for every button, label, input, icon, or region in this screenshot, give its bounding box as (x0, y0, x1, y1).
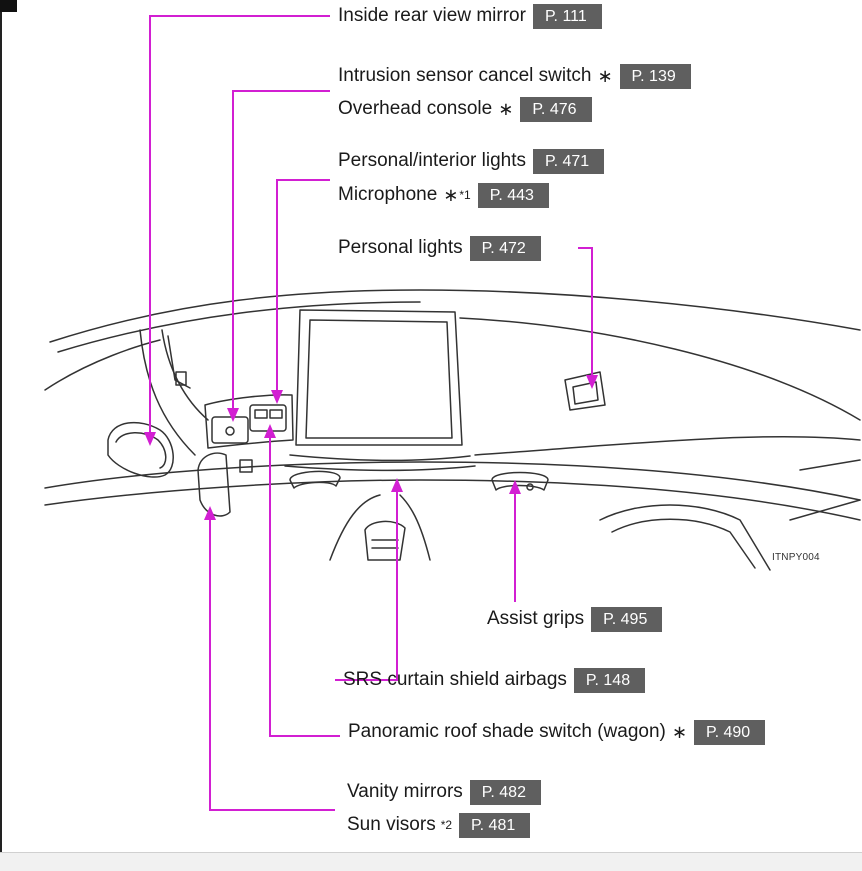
asterisk-mark: ∗ (443, 185, 459, 205)
label-microphone: Microphone ∗*1 P. 443 (338, 182, 549, 208)
asterisk-mark: ∗ (498, 99, 514, 119)
label-text: Personal lights (338, 237, 463, 258)
leader-lines (149, 15, 593, 811)
label-text: Sun visors (347, 814, 436, 835)
asterisk-mark: ∗ (597, 66, 613, 86)
label-overhead-console: Overhead console ∗ P. 476 (338, 96, 592, 122)
footnote-marker: *2 (440, 818, 453, 832)
page-ref-badge[interactable]: P. 482 (469, 779, 541, 805)
page-ref-badge[interactable]: P. 495 (591, 606, 663, 632)
page-ref-badge[interactable]: P. 490 (693, 719, 766, 745)
page-ref-badge[interactable]: P. 139 (619, 63, 691, 89)
label-personal-interior-lights: Personal/interior lights P. 471 (338, 148, 605, 174)
illustration-code: ITNPY004 (772, 552, 820, 563)
label-text: SRS curtain shield airbags (343, 669, 567, 690)
page-footer-strip (0, 852, 862, 871)
label-text: Panoramic roof shade switch (wagon) (348, 721, 666, 742)
label-text: Intrusion sensor cancel switch (338, 65, 592, 86)
footnote-marker: *1 (459, 188, 471, 202)
section-tab (0, 0, 17, 12)
label-inside-rear-view-mirror: Inside rear view mirror P. 111 (338, 3, 602, 29)
page-ref-badge[interactable]: P. 148 (573, 667, 646, 693)
page-ref-badge[interactable]: P. 476 (520, 96, 592, 122)
label-srs-curtain-shield-airbags: SRS curtain shield airbags P. 148 (343, 667, 646, 693)
label-sun-visors: Sun visors *2 P. 481 (347, 812, 531, 838)
page-ref-badge[interactable]: P. 472 (469, 235, 541, 261)
label-intrusion-sensor-cancel-switch: Intrusion sensor cancel switch ∗ P. 139 (338, 63, 691, 89)
page-ref-badge[interactable]: P. 471 (532, 148, 605, 174)
label-panoramic-roof-shade-switch: Panoramic roof shade switch (wagon) ∗ P.… (348, 719, 766, 745)
label-vanity-mirrors: Vanity mirrors P. 482 (347, 779, 541, 805)
label-text: Inside rear view mirror (338, 5, 526, 26)
label-text: Personal/interior lights (338, 150, 526, 171)
label-assist-grips: Assist grips P. 495 (487, 606, 663, 632)
page-ref-badge[interactable]: P. 443 (477, 182, 549, 208)
page-ref-badge[interactable]: P. 111 (532, 3, 602, 29)
roof-drawing (44, 289, 861, 571)
page-ref-badge[interactable]: P. 481 (459, 812, 531, 838)
label-text: Microphone (338, 184, 438, 205)
leader-arrowheads (144, 375, 598, 520)
label-text: Assist grips (487, 608, 585, 629)
label-text: Overhead console (338, 98, 493, 119)
label-text: Vanity mirrors (347, 781, 463, 802)
label-personal-lights: Personal lights P. 472 (338, 235, 541, 261)
asterisk-mark: ∗ (671, 722, 687, 742)
page-border-left (0, 0, 2, 870)
